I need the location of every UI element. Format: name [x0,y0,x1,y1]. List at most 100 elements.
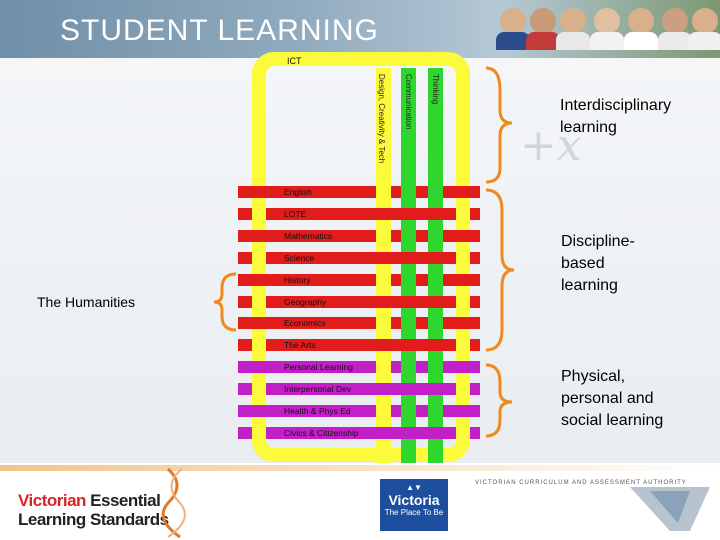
strand-label: Thinking [431,74,440,105]
strand-crossing [428,317,443,329]
strand-crossing [401,361,416,373]
strand-crossing [428,405,443,417]
frame-crossing [252,339,266,351]
crown-icon: ▲▼ [406,483,422,492]
row-label: Economics [284,318,326,328]
row-band [238,296,480,308]
vels-logo: Victorian Essential Learning Standards [18,491,169,529]
row-band [238,230,480,242]
text-line: learning [560,119,617,136]
row-band [238,339,480,351]
frame-crossing [252,208,266,220]
victoria-logo: ▲▼ Victoria The Place To Be [380,479,448,531]
row-band [238,274,480,286]
discipline-label: Discipline- based learning [561,231,635,297]
strand-crossing [376,230,391,242]
page-title: STUDENT LEARNING [60,14,379,47]
orange-braces [485,66,515,438]
student-head [500,8,526,34]
student-head [628,8,654,34]
brace-physical [485,363,513,438]
strand-crossing [376,317,391,329]
strand-crossing [428,274,443,286]
student-body [688,32,720,50]
vels-line2: Learning Standards [18,510,169,529]
row-label: Science [284,253,315,263]
strand-crossing [376,186,391,198]
student-body [658,32,692,50]
student-head [560,8,586,34]
frame-crossing [456,339,470,351]
row-label: Geography [284,297,327,307]
row-label: Mathematics [284,231,333,241]
student-head [662,8,688,34]
ict-label: ICT [287,56,302,66]
interdisciplinary-label: Interdisciplinary learning [560,95,671,139]
row-label: Interpersonal Dev [284,384,352,394]
row-label: Health & Phys Ed [284,406,351,416]
student-body [556,32,590,50]
strand-crossing [428,230,443,242]
dna-icon [161,467,186,539]
row-band [238,361,480,373]
row-label: LOTE [284,209,307,219]
header-banner: STUDENT LEARNING [0,0,720,58]
row-label: Personal Learning [284,362,353,372]
vels-word-victorian: Victorian [18,491,86,510]
strand-crossing [428,361,443,373]
strand-crossing [401,317,416,329]
row-label: History [284,275,311,285]
vels-word-essential: Essential [90,491,161,510]
brace-interdisciplinary [485,66,513,184]
row-band [238,427,480,439]
frame-crossing [456,427,470,439]
strand-crossing [376,274,391,286]
victoria-tagline: The Place To Be [384,508,444,517]
text-line: Discipline- [561,233,635,250]
student-head [530,8,556,34]
frame-crossing [252,427,266,439]
row-band [238,186,480,198]
row-label: The Arts [284,340,316,350]
strand-crossing [376,361,391,373]
row-band [238,383,480,395]
strand-crossing [428,186,443,198]
row-label: Civics & Citizenship [284,428,359,438]
strand-crossing [376,405,391,417]
text-line: Physical, [561,368,626,385]
strand-label: Communication [404,74,413,130]
strand-label: Design, Creativity & Tech [377,74,386,164]
student-body [590,32,624,50]
text-line: social learning [561,412,664,429]
chalk-decoration: +x [520,120,582,171]
brace-humanities [213,272,237,332]
frame-crossing [456,208,470,220]
student-head [594,8,620,34]
strand-crossing [401,230,416,242]
student-body [526,32,560,50]
footer: Victorian Essential Learning Standards ▲… [0,463,720,540]
text-line: Interdisciplinary [560,97,672,114]
strand-crossing [401,186,416,198]
student-head [692,8,718,34]
authority-name: VICTORIAN CURRICULUM AND ASSESSMENT AUTH… [475,480,687,486]
row-label: English [284,187,312,197]
victoria-name: Victoria [388,492,440,508]
frame-crossing [252,296,266,308]
row-band [238,208,480,220]
physical-label: Physical, personal and social learning [561,366,663,432]
frame-crossing [456,252,470,264]
frame-crossing [456,383,470,395]
strand-crossing [401,405,416,417]
row-band [238,317,480,329]
text-line: learning [561,277,618,294]
vcaa-logo-icon [630,487,710,531]
row-band [238,252,480,264]
text-line: based [561,255,605,272]
humanities-label: The Humanities [37,294,136,310]
footer-divider [0,465,720,471]
row-band [238,405,480,417]
frame-crossing [252,383,266,395]
brace-discipline [485,188,515,352]
student-body [496,32,530,50]
